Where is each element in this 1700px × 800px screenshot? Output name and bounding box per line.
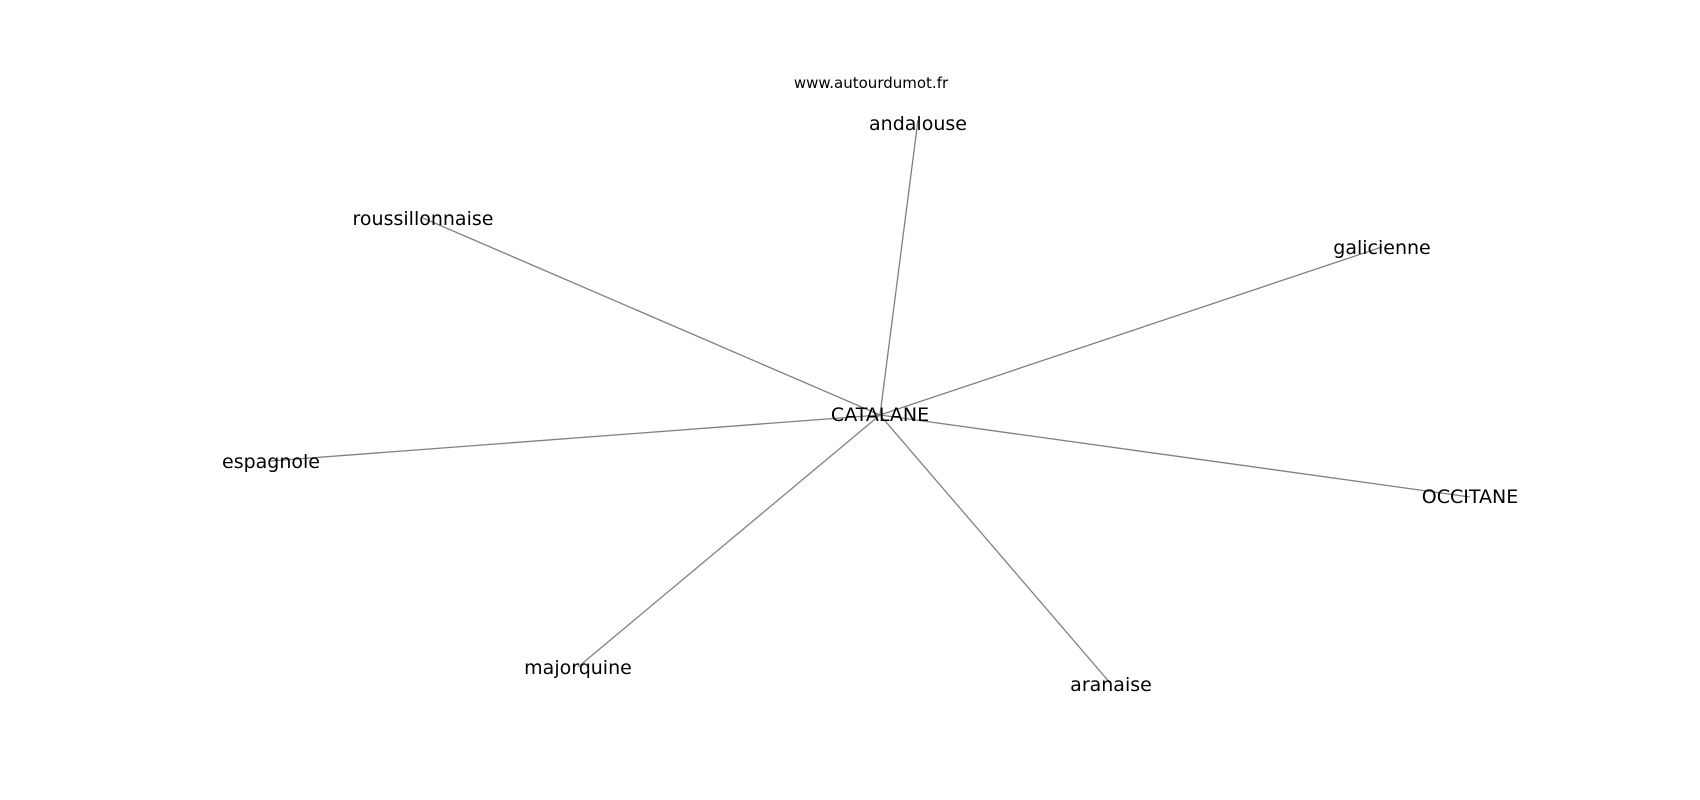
edge-galicienne	[879, 246, 1383, 416]
node-label-center[interactable]: CATALANE	[831, 404, 929, 426]
node-label-roussillonnaise[interactable]: roussillonnaise	[353, 208, 494, 230]
graph-edges	[269, 119, 1471, 685]
edge-roussillonnaise	[422, 217, 881, 416]
edge-majorquine	[577, 414, 881, 668]
node-label-occitane[interactable]: OCCITANE	[1422, 486, 1518, 508]
graph-labels: CATALANE andalouse roussillonnaise galic…	[222, 113, 1518, 696]
edge-andalouse	[879, 119, 919, 416]
node-label-majorquine[interactable]: majorquine	[524, 657, 632, 679]
watermark-text: www.autourdumot.fr	[794, 74, 949, 92]
node-label-galicienne[interactable]: galicienne	[1333, 237, 1430, 259]
edge-espagnole	[269, 414, 881, 462]
edge-aranaise	[879, 414, 1112, 685]
node-label-andalouse[interactable]: andalouse	[869, 113, 967, 135]
node-label-espagnole[interactable]: espagnole	[222, 451, 320, 473]
node-label-aranaise[interactable]: aranaise	[1070, 674, 1152, 696]
edge-occitane	[879, 414, 1471, 498]
